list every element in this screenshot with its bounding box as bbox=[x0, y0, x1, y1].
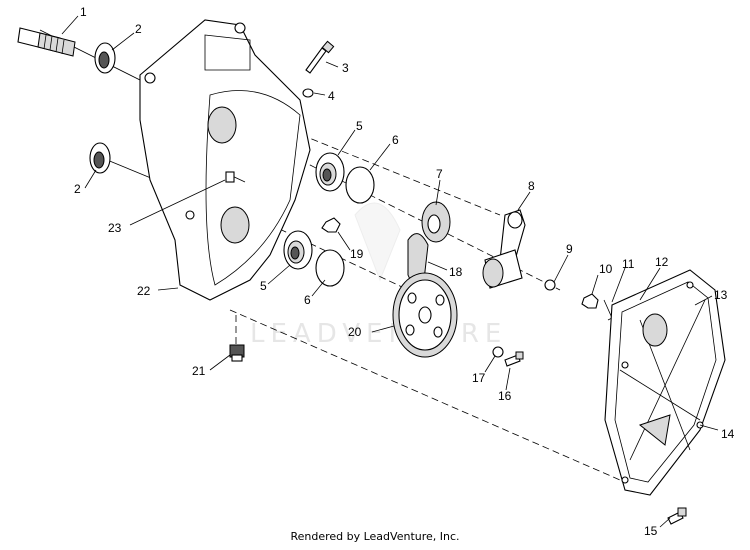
callout-leaders bbox=[61, 15, 719, 528]
part-bolt-15 bbox=[667, 507, 687, 525]
watermark-text: LEADVENTURE bbox=[250, 319, 507, 349]
callout-labels: 1 2 2 3 4 5 5 6 6 7 8 9 10 11 12 13 14 1… bbox=[74, 5, 735, 538]
part-shaft bbox=[17, 27, 76, 57]
part-nut-10 bbox=[581, 293, 599, 309]
part-chaincase-cover bbox=[604, 269, 726, 496]
part-gear-small bbox=[421, 201, 451, 243]
callout-5: 5 bbox=[260, 279, 267, 293]
callout-11: 11 bbox=[622, 257, 635, 271]
callout-21: 21 bbox=[192, 364, 206, 378]
callout-13: 13 bbox=[714, 288, 728, 302]
callout-7: 7 bbox=[436, 167, 443, 181]
part-ring-upper bbox=[345, 166, 375, 204]
part-bearing-upper bbox=[315, 152, 345, 192]
callout-16: 16 bbox=[498, 389, 512, 403]
callout-14: 14 bbox=[721, 427, 735, 441]
callout-1: 1 bbox=[80, 5, 87, 19]
part-seal-lower bbox=[89, 142, 111, 174]
part-sprocket-large bbox=[392, 272, 458, 358]
callout-2: 2 bbox=[135, 22, 142, 36]
part-pin-23 bbox=[225, 171, 235, 183]
callout-4: 4 bbox=[328, 89, 335, 103]
callout-12: 12 bbox=[655, 255, 669, 269]
callout-9: 9 bbox=[566, 242, 573, 256]
part-tensioner bbox=[482, 209, 526, 289]
callout-19: 19 bbox=[350, 247, 364, 261]
part-bolt-16 bbox=[504, 351, 524, 367]
callout-17: 17 bbox=[472, 371, 486, 385]
part-washer-17 bbox=[492, 346, 504, 358]
part-seal-upper bbox=[94, 42, 116, 74]
part-plug-21 bbox=[229, 344, 245, 362]
part-washer-4 bbox=[302, 88, 314, 98]
footer-credit: Rendered by LeadVenture, Inc. bbox=[290, 530, 460, 543]
callout-23: 23 bbox=[108, 221, 122, 235]
callout-20: 20 bbox=[348, 325, 362, 339]
callout-5: 5 bbox=[356, 119, 363, 133]
watermark-logo bbox=[354, 202, 401, 282]
callout-15: 15 bbox=[644, 524, 658, 538]
callout-2: 2 bbox=[74, 182, 81, 196]
part-chaincase-housing bbox=[139, 19, 311, 301]
part-bearing-lower bbox=[283, 230, 313, 270]
part-ring-lower bbox=[315, 249, 345, 287]
part-nut-19 bbox=[321, 217, 341, 233]
part-washer-9 bbox=[544, 279, 556, 291]
callout-18: 18 bbox=[449, 265, 463, 279]
callout-10: 10 bbox=[599, 262, 613, 276]
callout-6: 6 bbox=[304, 293, 311, 307]
part-bolt-3 bbox=[305, 40, 335, 74]
callout-8: 8 bbox=[528, 179, 535, 193]
callout-22: 22 bbox=[137, 284, 151, 298]
callout-6: 6 bbox=[392, 133, 399, 147]
callout-3: 3 bbox=[342, 61, 349, 75]
